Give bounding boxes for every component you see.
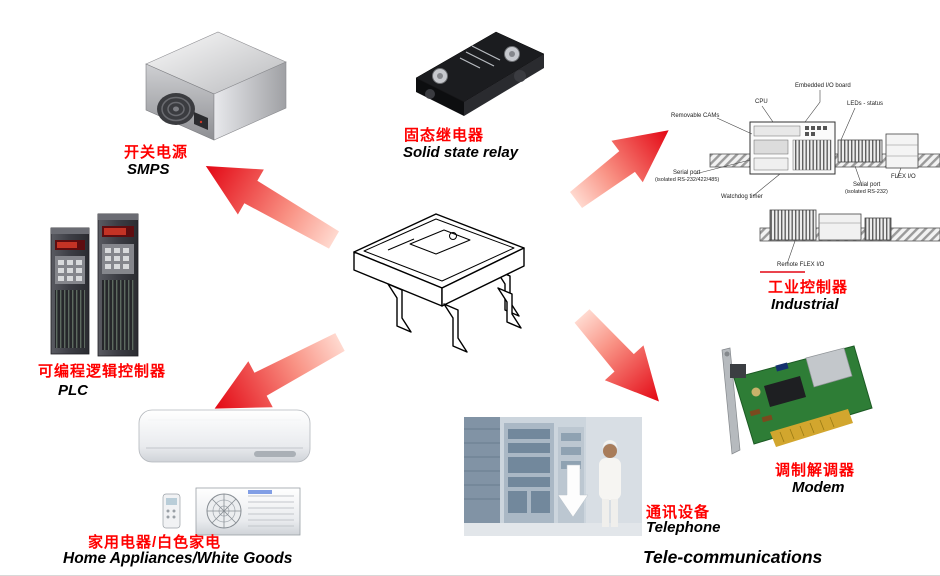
- arrow-to-telecom: [574, 309, 659, 402]
- plc-label-en: PLC: [58, 382, 88, 399]
- rj-jack: [730, 364, 746, 378]
- ssr-image: [400, 24, 550, 126]
- industrial-label-cn: 工业控制器: [768, 279, 849, 296]
- callout-cpu: CPU: [755, 99, 768, 105]
- smps-image: [126, 26, 294, 144]
- center-component-drawing: [348, 192, 533, 364]
- callout-removable-cams: Removable CAMs: [671, 113, 720, 119]
- callout-embedded-io: Embedded I/O board: [795, 83, 851, 89]
- arrow-to-industrial: [569, 130, 669, 208]
- telecom-label-cn: 通讯设备: [646, 504, 711, 521]
- callout-watchdog: Watchdog timer: [721, 194, 763, 200]
- modem-label-cn: 调制解调器: [775, 462, 856, 479]
- white-arrow-shape: [557, 464, 589, 518]
- callout-flex-io: FLEX I/O: [891, 174, 916, 180]
- telecom-photo: [464, 417, 642, 536]
- arrow-to-smps: [205, 166, 339, 249]
- telecom-label-en1: Telephone: [646, 519, 721, 536]
- home-label-en: Home Appliances/White Goods: [63, 550, 293, 567]
- industrial-label-en: Industrial: [771, 296, 839, 313]
- modem-label-en: Modem: [792, 479, 845, 496]
- ssr-label-en: Solid state relay: [403, 144, 519, 161]
- industrial-controller-image: Embedded I/O board CPU Removable CAMs LE…: [655, 82, 940, 282]
- plc-label-cn: 可编程逻辑控制器: [38, 363, 167, 380]
- callout-serial-port-1-sub: (isolated RS-232/422/485): [655, 177, 720, 183]
- arrow-to-plc-home: [214, 333, 345, 409]
- callout-remote-flex-io: Remote FLEX I/O: [777, 262, 825, 268]
- smps-label-cn: 开关电源: [124, 144, 189, 161]
- callout-serial-port-2-sub: (isolated RS-232): [845, 189, 888, 195]
- air-conditioner-image: [136, 406, 314, 540]
- telecom-label-en2: Tele-communications: [643, 547, 823, 567]
- modem-image: [706, 334, 878, 468]
- home-label-cn: 家用电器/白色家电: [88, 534, 222, 551]
- callout-leds-status: LEDs - status: [847, 101, 884, 107]
- plc-image: [48, 210, 143, 360]
- ssr-label-cn: 固态继电器: [404, 127, 485, 144]
- callout-serial-port-2: Serial port: [853, 182, 881, 188]
- technician-figure: [599, 440, 621, 527]
- callout-serial-port-1: Serial port: [673, 170, 701, 176]
- fan-icon: [157, 93, 195, 125]
- smps-label-en: SMPS: [127, 161, 170, 178]
